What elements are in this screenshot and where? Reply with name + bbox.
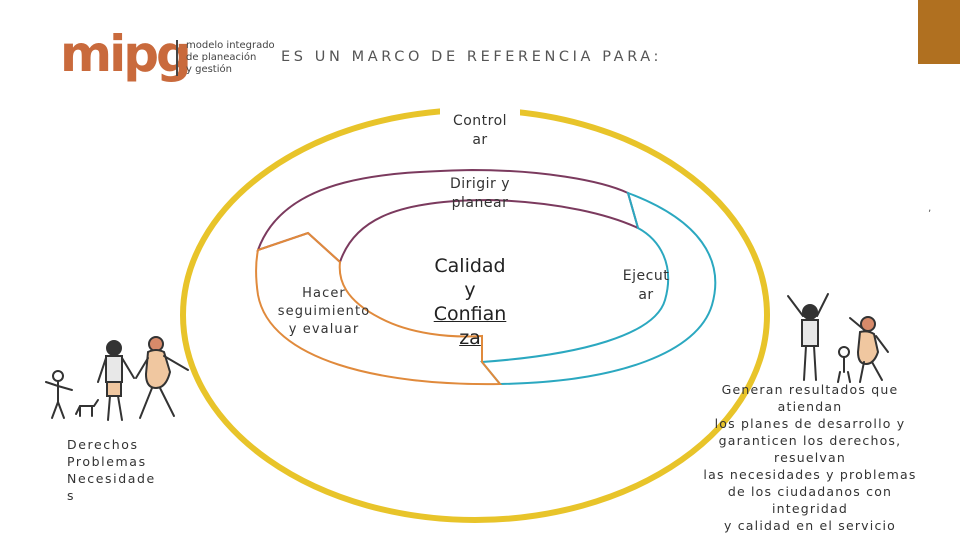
stray-mark: ‚ (928, 203, 932, 214)
controlar-line: ar (472, 132, 488, 148)
execute-arrow (480, 191, 717, 386)
logo-subtitle-line: y gestión (186, 64, 232, 75)
dirigir-line: Dirigir y (449, 176, 511, 192)
needs-item: Problemas (67, 454, 147, 469)
needs-item: Necesidade (67, 471, 156, 486)
center-line: Calidad (434, 255, 506, 277)
results-line: integridad (771, 501, 849, 516)
ejecutar-line: ar (638, 287, 654, 303)
results-line: y calidad en el servicio (723, 518, 897, 533)
evaluate-arrow (255, 231, 503, 386)
results-line: resuelvan (774, 450, 846, 465)
mipg-logo: mipg modelo integrado de planeación y ge… (60, 28, 275, 88)
family-illustration-left (45, 336, 189, 421)
results-line: garanticen los derechos, (718, 433, 902, 448)
ejecutar-line: Ejecut (622, 268, 670, 284)
logo-wordmark: mipg (60, 25, 192, 83)
logo-subtitle-line: modelo integrado (186, 40, 275, 51)
hacer-label: Hacer seguimiento y evaluar (264, 285, 384, 339)
hacer-line: seguimiento (277, 304, 371, 319)
controlar-label: Control ar (430, 112, 530, 150)
results-line: Generan resultados que (721, 382, 899, 397)
needs-item: s (67, 488, 76, 503)
center-label: Calidad y Confian za (420, 254, 520, 350)
corner-accent (918, 0, 960, 64)
controlar-line: Control (452, 113, 508, 129)
dirigir-label: Dirigir y planear (425, 175, 535, 213)
family-illustration-right (787, 293, 889, 383)
results-line: los planes de desarrollo y (714, 416, 906, 431)
results-text: Generan resultados que atiendan los plan… (696, 381, 924, 534)
needs-list: Derechos Problemas Necesidade s (67, 436, 156, 504)
page-heading: ES UN MARCO DE REFERENCIA PARA: (281, 49, 663, 65)
logo-subtitle-line: de planeación (186, 52, 257, 63)
ejecutar-label: Ejecut ar (606, 267, 686, 305)
logo-divider (176, 40, 178, 76)
center-line: y (464, 279, 476, 301)
results-line: las necesidades y problemas (703, 467, 917, 482)
needs-item: Derechos (67, 437, 139, 452)
results-line: de los ciudadanos con (727, 484, 893, 499)
outer-ring-gap (440, 104, 520, 148)
dirigir-line: planear (451, 195, 509, 211)
hacer-line: y evaluar (288, 322, 360, 337)
logo-subtitle: modelo integrado de planeación y gestión (186, 40, 286, 76)
center-line: za (459, 327, 481, 349)
center-line: Confian (433, 303, 507, 325)
results-line: atiendan (777, 399, 843, 414)
hacer-line: Hacer (302, 286, 346, 301)
